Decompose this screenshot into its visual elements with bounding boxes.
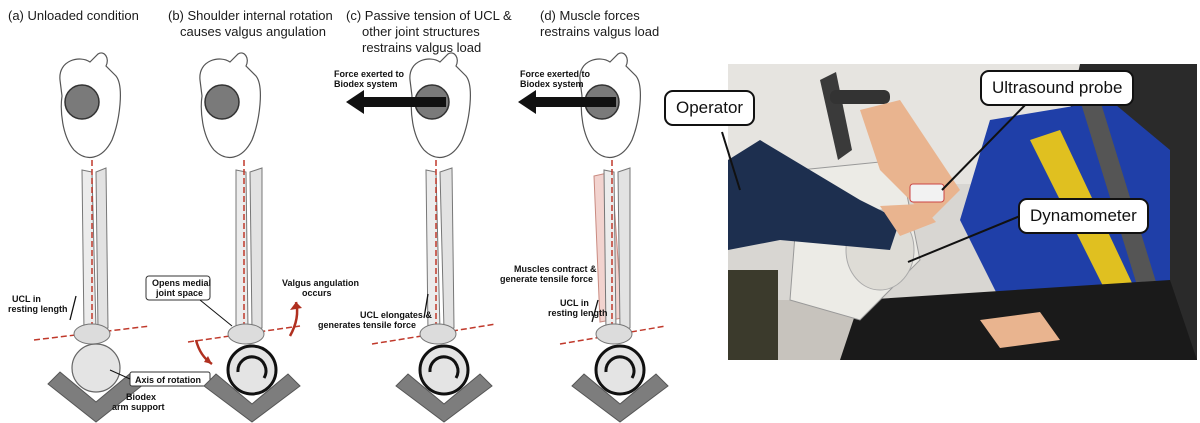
axis-rotation-leader — [109, 369, 131, 380]
ucl-resting-label-d-1: UCL in — [560, 298, 589, 308]
operator-hand — [880, 204, 936, 236]
axis-rotation-label: Axis of rotation — [135, 375, 201, 385]
humerus-head-c — [418, 344, 470, 396]
arm-support-d — [571, 373, 669, 423]
dynamometer-callout: Dynamometer — [1018, 198, 1149, 234]
force-exerted-label-d-1: Force exerted to — [520, 69, 591, 79]
force-arrowhead-d — [518, 90, 536, 114]
dynamometer-leader — [907, 215, 1021, 263]
panel-b-title-line-2: causes valgus angulation — [180, 24, 326, 39]
ultrasound-callout: Ultrasound probe — [980, 70, 1135, 106]
valgus-arrowhead-right-b — [290, 302, 302, 310]
panel-a-title-line-1: (a) Unloaded condition — [8, 8, 139, 23]
forearm-bone-c — [425, 169, 441, 333]
forearm-bone-b — [235, 169, 249, 333]
humerus-head-a — [71, 343, 121, 393]
device-arm — [820, 72, 852, 160]
force-exerted-label-c-1: Force exerted to — [334, 69, 405, 79]
elbow-joint-d — [595, 323, 633, 345]
rotation-arrow-d — [604, 355, 636, 379]
valgus-angulation-label-2: occurs — [302, 288, 332, 298]
elbow-joint-c — [419, 323, 457, 345]
horizontal-axis-c — [371, 323, 497, 345]
opens-medial-box — [145, 275, 211, 301]
panel-a: (a) Unloaded condition UCL in resting le… — [8, 8, 211, 423]
valgus-arrowhead-left-b — [204, 356, 212, 364]
force-exerted-label-d-2: Biodex system — [520, 79, 584, 89]
operator-sleeve — [728, 140, 900, 250]
forearm-bone2-c — [439, 167, 455, 331]
forearm-bone2-b — [249, 167, 263, 331]
ucl-arrow-a — [69, 295, 77, 321]
panel-c-title-line-3: restrains valgus load — [362, 40, 481, 55]
biodex-arm-label-2: arm support — [112, 402, 165, 412]
ucl-resting-label-a-1: UCL in — [12, 294, 41, 304]
ucl-tension-arrow-c — [423, 293, 429, 319]
opens-medial-leader — [199, 299, 233, 327]
ucl-elongates-label-1: UCL elongates & — [360, 310, 432, 320]
operator-callout: Operator — [664, 90, 756, 126]
panel-d: (d) Muscle forces restrains valgus load … — [500, 8, 669, 423]
force-exerted-label-c-2: Biodex system — [334, 79, 398, 89]
panel-b: (b) Shoulder internal rotation causes va… — [145, 8, 359, 423]
opens-medial-label-2: joint space — [155, 288, 203, 298]
arm-support-b — [203, 373, 301, 423]
muscles-contract-label-2: generate tensile force — [500, 274, 593, 284]
elbow-joint-b — [227, 323, 265, 345]
ucl-elongates-label-2: generates tensile force — [318, 320, 416, 330]
humerus-head-b — [226, 344, 278, 396]
humerus-head-d — [594, 344, 646, 396]
panel-c-title-line-2: other joint structures — [362, 24, 480, 39]
ucl-arrow-d — [591, 299, 599, 323]
biodex-arm-label-1: Biodex — [126, 392, 156, 402]
force-arrowhead-c — [346, 90, 364, 114]
ucl-resting-label-d-2: resting length — [548, 308, 608, 318]
subject-hand-lap — [980, 312, 1060, 348]
forearm-bone-a — [81, 169, 97, 333]
ucl-resting-label-a-2: resting length — [8, 304, 68, 314]
arm-support-c — [395, 373, 493, 423]
operator-legs — [728, 270, 778, 360]
force-arrow-shaft-c — [362, 97, 446, 107]
forearm-bone2-a — [95, 167, 109, 331]
rotation-arrow-c — [428, 355, 460, 379]
force-arrow-shaft-d — [534, 97, 616, 107]
valgus-angulation-label-1: Valgus angulation — [282, 278, 359, 288]
ultrasound-leader — [941, 99, 1031, 191]
opens-medial-label-1: Opens medial — [152, 278, 211, 288]
ball-icon-a — [64, 84, 100, 120]
ultrasound-probe — [909, 183, 945, 203]
panel-d-title-line-2: restrains valgus load — [540, 24, 659, 39]
panel-b-title-line-1: (b) Shoulder internal rotation — [168, 8, 333, 23]
panel-d-title-line-1: (d) Muscle forces — [540, 8, 640, 23]
elbow-joint-a — [73, 323, 111, 345]
rotation-arrow-b — [236, 355, 268, 379]
forearm-bone2-d — [617, 167, 631, 331]
operator-leader — [721, 131, 741, 191]
device-handle — [830, 90, 890, 104]
ball-icon-b — [204, 84, 240, 120]
panel-c: (c) Passive tension of UCL & other joint… — [318, 8, 512, 423]
panel-c-title-line-1: (c) Passive tension of UCL & — [346, 8, 512, 23]
muscles-contract-label-1: Muscles contract & — [514, 264, 597, 274]
